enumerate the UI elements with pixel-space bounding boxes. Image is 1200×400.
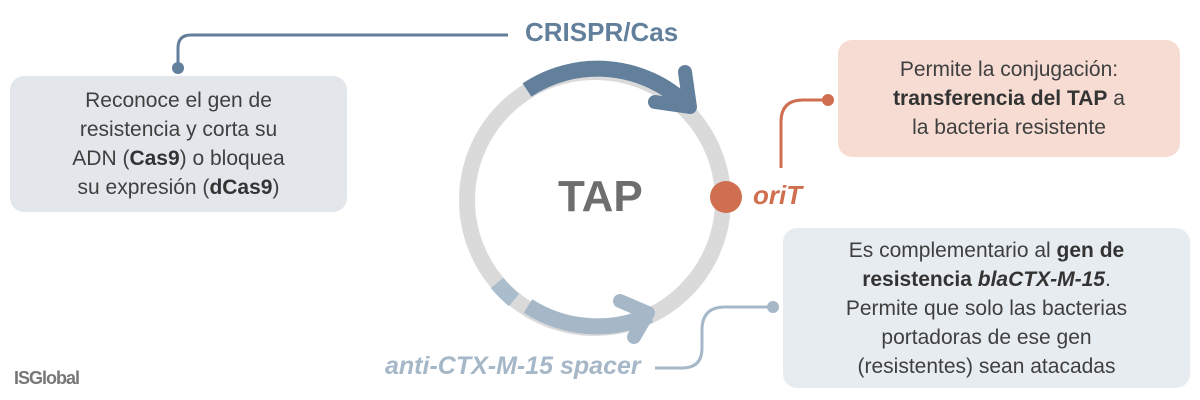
orit-description: Permite la conjugación:transferencia del…	[838, 40, 1180, 157]
orit-connector	[779, 98, 828, 168]
spacer-arrowhead	[613, 294, 655, 344]
spacer-block	[490, 277, 520, 307]
crispr-connector	[176, 33, 508, 68]
plasmid-name: TAP	[558, 172, 643, 221]
orit-connector-dot	[822, 94, 834, 106]
spacer-connector-dot	[767, 301, 779, 313]
crispr-label: CRISPR/Cas	[525, 17, 679, 47]
orit-label: oriT	[753, 180, 803, 210]
orit-marker	[710, 181, 742, 213]
crispr-arrowhead	[648, 65, 697, 114]
isglobal-logo: ISGlobal	[14, 368, 80, 388]
spacer-connector	[655, 305, 773, 370]
crispr-connector-dot	[172, 62, 184, 74]
spacer-label: anti-CTX-M-15 spacer	[385, 352, 641, 380]
crispr-arc	[522, 60, 692, 110]
